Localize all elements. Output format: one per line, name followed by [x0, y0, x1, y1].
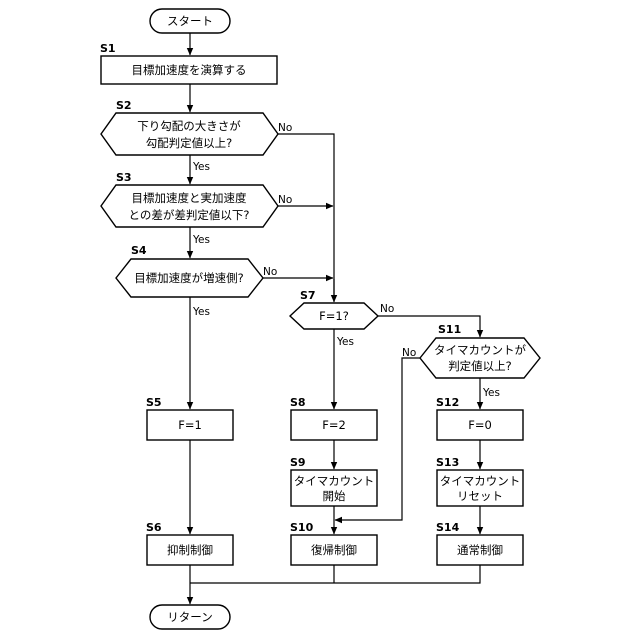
step-text: F=1 — [178, 418, 202, 432]
step-text-line1: タイマカウント — [440, 474, 521, 488]
step-id: S11 — [438, 323, 461, 336]
no-label: No — [263, 266, 277, 278]
no-label: No — [380, 303, 394, 315]
step-id: S9 — [290, 456, 306, 469]
step-id: S10 — [290, 521, 314, 534]
no-label: No — [278, 122, 292, 134]
step-text-line1: 下り勾配の大きさが — [137, 119, 241, 133]
step-id: S14 — [436, 521, 460, 534]
step-id: S12 — [436, 396, 459, 409]
step-id: S5 — [146, 396, 162, 409]
end-label: リターン — [167, 610, 212, 624]
step-text: F=1? — [319, 309, 349, 323]
step-text: 目標加速度が増速側? — [134, 271, 244, 285]
yes-label: Yes — [192, 306, 210, 318]
step-text-line1: 目標加速度と実加速度 — [132, 191, 247, 205]
step-text: F=2 — [322, 418, 346, 432]
yes-label: Yes — [192, 161, 210, 173]
start-label: スタート — [167, 14, 213, 28]
step-id: S8 — [290, 396, 306, 409]
step-text: F=0 — [468, 418, 492, 432]
yes-label: Yes — [482, 387, 500, 399]
step-id: S3 — [116, 171, 132, 184]
no-label: No — [278, 194, 292, 206]
step-text-line2: との差が差判定値以下? — [129, 208, 250, 222]
no-label: No — [402, 347, 416, 359]
step-id: S1 — [100, 42, 116, 55]
step-id: S6 — [146, 521, 162, 534]
step-id: S4 — [131, 244, 147, 257]
step-text-line2: 判定値以上? — [448, 359, 512, 373]
yes-label: Yes — [336, 336, 354, 348]
step-text-line2: 開始 — [323, 489, 346, 503]
step-text-line1: タイマカウントが — [434, 343, 526, 357]
step-text: 抑制制御 — [167, 543, 213, 557]
step-text-line2: 勾配判定値以上? — [146, 136, 233, 150]
step-text-line1: タイマカウント — [294, 474, 375, 488]
step-s1: S1 目標加速度を演算する — [100, 42, 277, 84]
step-id: S13 — [436, 456, 459, 469]
step-id: S2 — [116, 99, 132, 112]
step-text: 通常制御 — [457, 543, 503, 557]
step-text-line2: リセット — [457, 489, 503, 503]
yes-label: Yes — [192, 234, 210, 246]
step-text: 目標加速度を演算する — [132, 63, 247, 77]
step-text: 復帰制御 — [311, 543, 357, 557]
step-id: S7 — [300, 289, 316, 302]
